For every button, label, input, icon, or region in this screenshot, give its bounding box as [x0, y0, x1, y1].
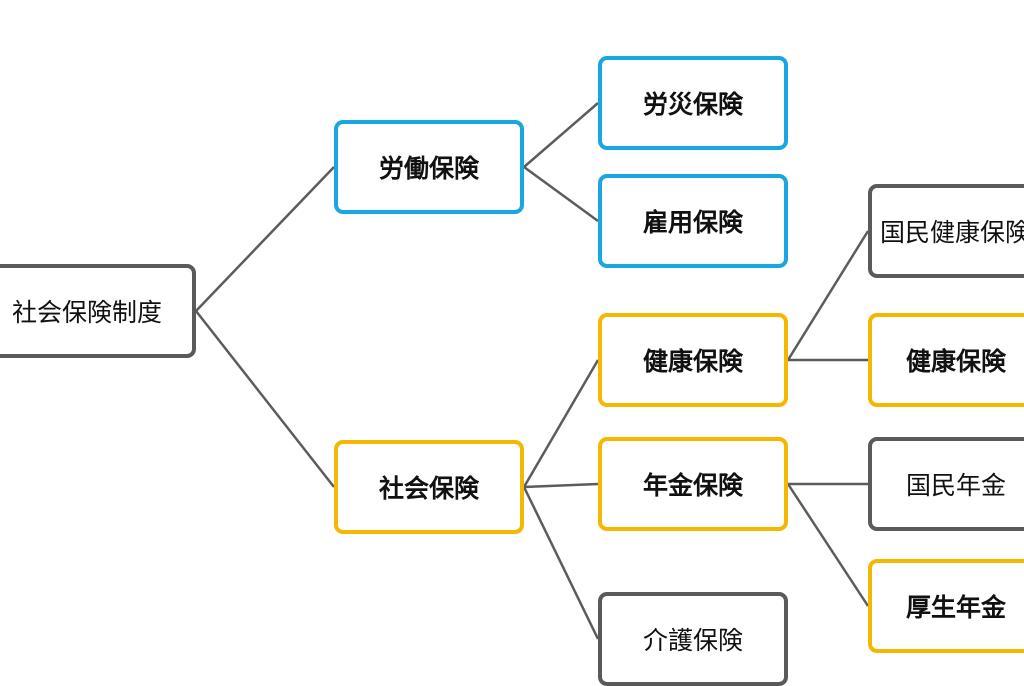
node-kosei-nenkin: 厚生年金: [868, 559, 1024, 653]
node-kenko-hoken-leaf: 健康保険: [868, 313, 1024, 407]
edge-shakai-nenkin: [523, 482, 599, 489]
node-shakai-hoken: 社会保険: [334, 440, 524, 534]
node-nenkin-hoken: 年金保険: [598, 437, 788, 531]
edge-rodo-rosai: [523, 102, 599, 168]
edge-rodo-koyo: [523, 165, 599, 223]
edge-kenko-kokuho: [786, 230, 870, 361]
node-shakai-hoken-seido: 社会保険制度: [0, 264, 196, 358]
node-kokumin-nenkin: 国民年金: [868, 437, 1024, 531]
edge-shakai-kenko: [522, 359, 600, 488]
edge-root-rodo: [195, 166, 335, 312]
node-kaigo-hoken: 介護保険: [598, 592, 788, 686]
node-kokumin-kenko-hoken: 国民健康保険: [868, 184, 1024, 278]
node-rosai-hoken: 労災保険: [598, 56, 788, 150]
node-koyo-hoken: 雇用保険: [598, 174, 788, 268]
node-rodo-hoken: 労働保険: [334, 120, 524, 214]
edge-shakai-kaigo: [522, 486, 600, 640]
edge-root-shakai: [195, 310, 335, 488]
node-kenko-hoken: 健康保険: [598, 313, 788, 407]
edge-nenkin-kosei: [786, 483, 870, 607]
